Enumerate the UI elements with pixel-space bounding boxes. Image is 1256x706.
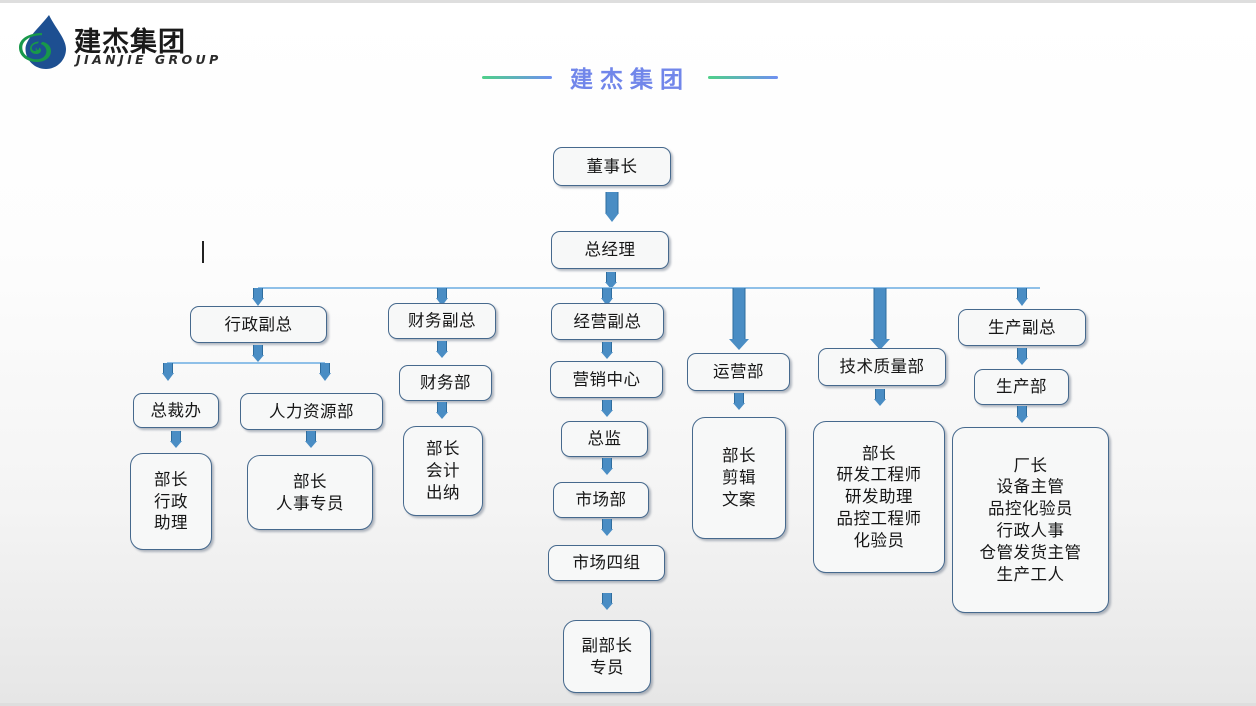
water-drop-logo-icon <box>19 15 66 69</box>
node-production-roles[interactable]: 厂长 设备主管 品控化验员 行政人事 仓管发货主管 生产工人 <box>952 427 1109 613</box>
title-rule-right <box>708 75 778 79</box>
brand-logo: 建杰集团 JIANJIE GROUP <box>12 11 232 73</box>
arrow-sub-bus-to-president-office <box>160 363 176 381</box>
node-admin-vp[interactable]: 行政副总 <box>190 306 327 343</box>
arrow-center-to-director <box>599 400 615 417</box>
node-operation-vp[interactable]: 经营副总 <box>551 303 664 340</box>
arrow-production-vp-to-dept <box>1014 348 1030 365</box>
node-president-office[interactable]: 总裁办 <box>133 393 219 428</box>
node-operations-roles[interactable]: 部长 剪辑 文案 <box>692 417 786 539</box>
arrow-chairman-to-gm <box>602 192 622 222</box>
node-finance-roles[interactable]: 部长 会计 出纳 <box>403 426 483 516</box>
node-market-group[interactable]: 市场四组 <box>548 545 665 581</box>
arrow-market-group-to-roles <box>599 593 615 610</box>
arrow-sub-bus-to-hr <box>317 363 333 381</box>
arrow-bus-to-admin-vp <box>250 288 266 306</box>
node-general-manager[interactable]: 总经理 <box>551 231 669 269</box>
node-marketing-center[interactable]: 营销中心 <box>550 361 663 398</box>
arrow-bus-to-production-vp <box>1014 288 1030 306</box>
title-rule-left <box>482 75 552 79</box>
arrow-finance-vp-to-dept <box>434 341 450 358</box>
node-operations-dept[interactable]: 运营部 <box>687 353 790 391</box>
arrow-bus-to-operation-vp <box>599 288 615 306</box>
arrow-bus-to-tech-quality-dept <box>869 288 891 350</box>
arrow-operation-vp-to-center <box>599 342 615 359</box>
arrow-hr-dept-to-roles <box>303 431 319 448</box>
node-chairman[interactable]: 董事长 <box>553 147 671 186</box>
node-finance-vp[interactable]: 财务副总 <box>388 303 496 339</box>
arrow-bus-to-finance-vp <box>434 288 450 306</box>
node-production-dept[interactable]: 生产部 <box>974 369 1069 405</box>
connector-admin-sub-bus <box>167 362 325 364</box>
node-production-vp[interactable]: 生产副总 <box>958 309 1086 346</box>
arrow-director-to-market-dept <box>599 458 615 475</box>
brand-name-zh: 建杰集团 <box>74 27 186 58</box>
arrow-production-dept-to-roles <box>1014 406 1030 423</box>
arrow-tech-quality-to-roles <box>872 389 888 406</box>
arrow-admin-vp-to-sub-bus <box>250 345 266 362</box>
arrow-bus-to-operations-dept <box>728 288 750 350</box>
arrow-gm-to-bus <box>603 272 619 289</box>
node-market-roles[interactable]: 副部长 专员 <box>563 620 651 693</box>
page-title: 建杰集团 <box>570 67 690 93</box>
node-tech-quality-dept[interactable]: 技术质量部 <box>818 348 946 386</box>
node-hr-dept[interactable]: 人力资源部 <box>240 393 383 430</box>
arrow-operations-dept-to-roles <box>731 393 747 410</box>
arrow-finance-dept-to-roles <box>434 402 450 419</box>
node-admin-roles[interactable]: 部长 行政 助理 <box>130 453 212 550</box>
slide-canvas: 建杰集团 JIANJIE GROUP 建杰集团 董事长 总经理 <box>0 3 1256 703</box>
node-tech-quality-roles[interactable]: 部长 研发工程师 研发助理 品控工程师 化验员 <box>813 421 945 573</box>
node-director[interactable]: 总监 <box>561 421 648 457</box>
node-finance-dept[interactable]: 财务部 <box>399 365 492 401</box>
text-cursor-artifact <box>202 241 204 263</box>
node-hr-roles[interactable]: 部长 人事专员 <box>247 455 373 530</box>
page-title-row: 建杰集团 <box>440 60 820 94</box>
arrow-market-dept-to-group <box>599 519 615 536</box>
connector-main-bus <box>258 287 1040 289</box>
brand-name-en: JIANJIE GROUP <box>76 52 222 67</box>
arrow-president-office-to-roles <box>168 431 184 448</box>
node-market-dept[interactable]: 市场部 <box>553 482 649 518</box>
